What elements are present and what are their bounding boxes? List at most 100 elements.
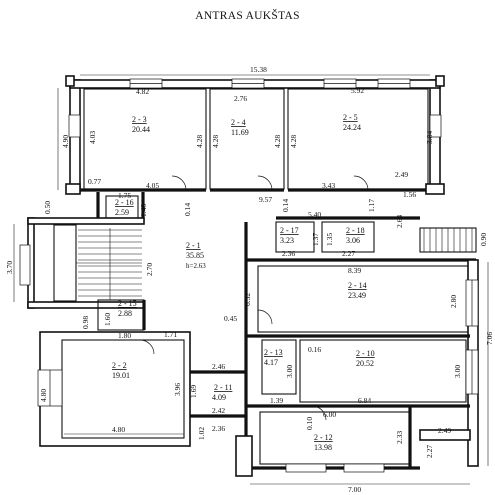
window-right-top — [429, 114, 442, 138]
dim-room5-left: 4.28 — [289, 135, 298, 148]
dim-room4-right: 4.28 — [273, 135, 282, 148]
room-2-13-area: 4.17 — [264, 358, 278, 367]
dim-236b: 2.36 — [212, 424, 225, 433]
dim-300b: 3.00 — [453, 365, 462, 378]
room-2-5-area: 24.24 — [343, 123, 361, 132]
room-2-3-id: 2 - 3 — [132, 115, 147, 124]
dim-180: 1.80 — [118, 331, 131, 340]
room-2-2-id: 2 - 2 — [112, 361, 127, 370]
dim-050: 0.50 — [43, 201, 52, 214]
room-2-10-id: 2 - 10 — [356, 349, 375, 358]
dim-480v: 4.80 — [39, 389, 48, 402]
dim-175: 1.75 — [118, 191, 131, 200]
room-2-17-id: 2 - 17 — [280, 226, 299, 235]
dim-top-total: 15.38 — [250, 65, 267, 74]
dim-160: 1.60 — [103, 313, 112, 326]
room-2-2-area: 19.01 — [112, 371, 130, 380]
dim-117: 1.17 — [367, 199, 376, 212]
room-2-1-id: 2 - 1 — [186, 241, 201, 250]
dim-156: 1.56 — [403, 190, 416, 199]
dim-148: 1.48 — [139, 204, 148, 217]
dim-137: 1.37 — [311, 233, 320, 246]
dim-242: 2.42 — [212, 406, 225, 415]
room-2-1-area: 35.85 — [186, 251, 204, 260]
dim-280: 2.80 — [449, 295, 458, 308]
dim-077: 0.77 — [88, 177, 101, 186]
dim-264: 2.64 — [395, 215, 404, 228]
room-2-18-id: 2 - 18 — [346, 226, 365, 235]
dim-room3-right: 4.28 — [195, 135, 204, 148]
dim-left-wall: 4.90 — [61, 135, 70, 148]
room-2-12-area: 13.98 — [314, 443, 332, 452]
room-2-18-outline — [321, 221, 375, 253]
dim-045: 0.45 — [224, 314, 237, 323]
plan-title: ANTRAS AUKŠTAS — [195, 10, 300, 22]
stair-landing-left — [53, 224, 77, 302]
room-2-4-id: 2 - 4 — [231, 118, 246, 127]
dim-700: 7.00 — [348, 485, 361, 494]
dim-room3-left: 4.03 — [88, 131, 97, 144]
dim-room3-bottom: 4.05 — [146, 181, 159, 190]
room-2-3-outline — [83, 88, 207, 190]
room-2-16-area: 2.59 — [115, 208, 129, 217]
dim-706: 7.06 — [485, 332, 494, 345]
room-2-11-id: 2 - 11 — [214, 383, 232, 392]
window-left-top — [68, 114, 81, 138]
room-2-12-id: 2 - 12 — [314, 433, 333, 442]
dim-169: 1.69 — [189, 385, 198, 398]
room-2-2-wall — [39, 331, 191, 447]
dim-396: 3.96 — [173, 383, 182, 396]
door-room4 — [257, 175, 273, 191]
dim-233: 2.33 — [395, 431, 404, 444]
room-2-12-outline — [259, 411, 411, 465]
door-room12 — [311, 405, 327, 421]
room-2-14-id: 2 - 14 — [348, 281, 367, 290]
dim-098: 0.98 — [81, 316, 90, 329]
dim-839: 8.39 — [348, 266, 361, 275]
dim-room5-bottom: 3.43 — [322, 181, 335, 190]
dim-room4-width: 2.76 — [234, 94, 247, 103]
door-room14 — [257, 309, 273, 325]
room-2-5-id: 2 - 5 — [343, 113, 358, 122]
dim-010: 0.10 — [305, 417, 314, 430]
dim-102: 1.02 — [197, 427, 206, 440]
window-stair-left — [19, 244, 31, 286]
room-2-15-area: 2.88 — [118, 309, 132, 318]
dim-room5-width: 5.92 — [351, 86, 364, 95]
room-2-1-height: h=2.63 — [186, 262, 206, 270]
dim-room5-bottom-right: 2.49 — [395, 170, 408, 179]
door-room2 — [139, 339, 155, 355]
dim-room4-left: 4.28 — [211, 135, 220, 148]
room-2-13-outline — [261, 339, 297, 395]
room-2-18-area: 3.06 — [346, 236, 360, 245]
room-2-3-area: 20.44 — [132, 125, 150, 134]
room-2-17-area: 3.23 — [280, 236, 294, 245]
room-2-13-id: 2 - 13 — [264, 348, 283, 357]
dim-139: 1.39 — [270, 396, 283, 405]
dim-227b: 2.27 — [425, 445, 434, 458]
room-2-17-outline — [275, 221, 315, 253]
stair-right — [419, 227, 477, 253]
dim-480h: 4.80 — [112, 425, 125, 434]
dim-249: 2.49 — [438, 426, 451, 435]
dim-246: 2.46 — [212, 362, 225, 371]
dim-684: 6.84 — [358, 396, 371, 405]
stair-left — [76, 228, 142, 300]
dim-632: 6.32 — [243, 293, 252, 306]
dim-090: 0.90 — [479, 233, 488, 246]
window-room12b — [343, 463, 385, 473]
dim-540: 5.40 — [308, 210, 321, 219]
dim-270: 2.70 — [145, 263, 154, 276]
dim-957: 9.57 — [259, 195, 272, 204]
dim-300a: 3.00 — [285, 365, 294, 378]
dim-room5-right: 3.84 — [425, 131, 434, 144]
room-2-15-id: 2 - 15 — [118, 299, 137, 308]
dim-014b: 0.14 — [281, 199, 290, 212]
dim-370: 3.70 — [5, 261, 14, 274]
room-2-10-area: 20.52 — [356, 359, 374, 368]
room-2-4-area: 11.69 — [231, 128, 249, 137]
dim-016: 0.16 — [308, 345, 321, 354]
room-2-14-area: 23.49 — [348, 291, 366, 300]
dim-room3-width: 4.82 — [136, 87, 149, 96]
